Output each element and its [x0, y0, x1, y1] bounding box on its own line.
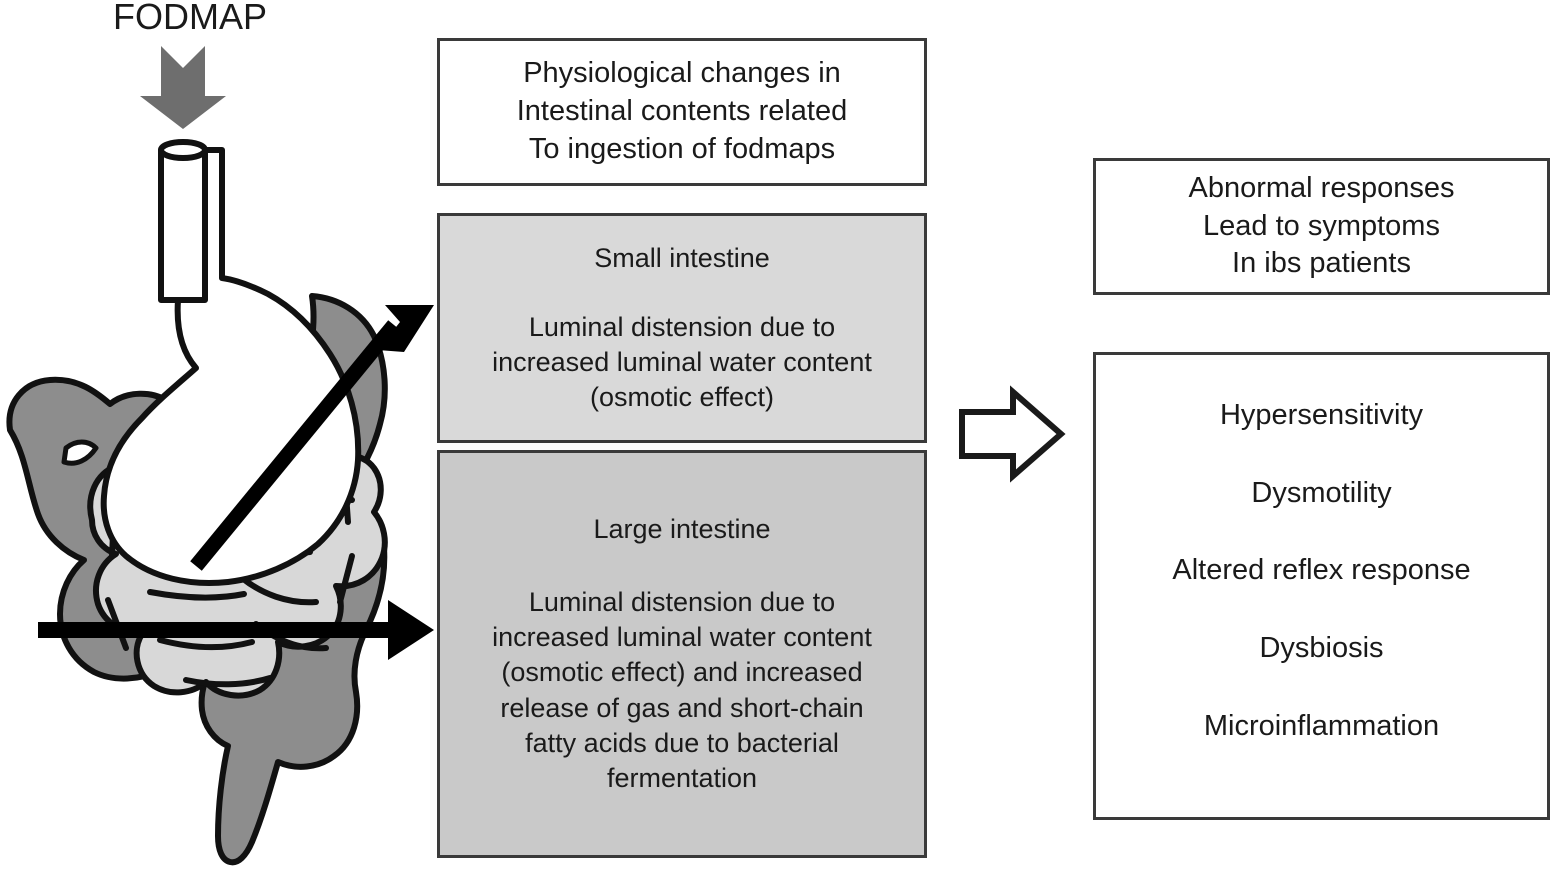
large-intestine-box: Large intestine Luminal distension due t…: [437, 450, 927, 858]
abnormal-line-3: In ibs patients: [1232, 247, 1411, 280]
physiological-changes-box: Physiological changes in Intestinal cont…: [437, 38, 927, 186]
symptom-hypersensitivity: Hypersensitivity: [1219, 399, 1424, 431]
symptom-microinflammation: Microinflammation: [1203, 709, 1440, 742]
arrow-to-symptoms: [959, 385, 1066, 483]
physiological-line-2: Intestinal contents related: [516, 95, 848, 128]
large-intestine-line-4: release of gas and short-chain: [500, 692, 864, 723]
stomach: [100, 147, 362, 586]
abnormal-responses-box: Abnormal responses Lead to symptoms In i…: [1093, 158, 1550, 295]
large-intestine-line-5: fatty acids due to bacterial: [525, 727, 839, 758]
small-intestine-box: Small intestine Luminal distension due t…: [437, 213, 927, 443]
large-intestine-line-6: fermentation: [606, 762, 758, 793]
large-intestine-line-2: increased luminal water content: [492, 622, 872, 653]
duodenum-notch: [61, 439, 99, 466]
small-intestine-coils: [87, 448, 388, 699]
abnormal-line-2: Lead to symptoms: [1203, 209, 1440, 242]
arrow-to-small-intestine: [190, 305, 434, 571]
esophagus: [158, 147, 208, 303]
small-intestine-detail: [105, 463, 355, 688]
small-intestine-line-2: increased luminal water content: [492, 347, 872, 377]
large-intestine-title: Large intestine: [593, 514, 771, 545]
esophagus-opening: [158, 139, 208, 161]
arrow-to-large-intestine: [38, 600, 434, 660]
physiological-line-1: Physiological changes in: [523, 57, 841, 90]
large-intestine-colon: [6, 293, 388, 866]
fodmap-label: FODMAP: [112, 0, 267, 37]
large-intestine-line-1: Luminal distension due to: [528, 587, 836, 618]
small-intestine-line-3: (osmotic effect): [589, 382, 775, 413]
small-intestine-line-1: Luminal distension due to: [528, 311, 836, 342]
symptoms-list-box: Hypersensitivity Dysmotility Altered ref…: [1093, 352, 1550, 820]
small-intestine-title: Small intestine: [594, 242, 770, 273]
symptom-altered-reflex-response: Altered reflex response: [1172, 554, 1471, 587]
physiological-line-3: To ingestion of fodmaps: [528, 132, 836, 165]
large-intestine-line-3: (osmotic effect) and increased: [501, 657, 863, 688]
fodmap-down-arrow: [140, 46, 226, 129]
symptom-dysbiosis: Dysbiosis: [1259, 632, 1384, 665]
symptom-dysmotility: Dysmotility: [1251, 476, 1392, 509]
abnormal-line-1: Abnormal responses: [1188, 171, 1455, 204]
